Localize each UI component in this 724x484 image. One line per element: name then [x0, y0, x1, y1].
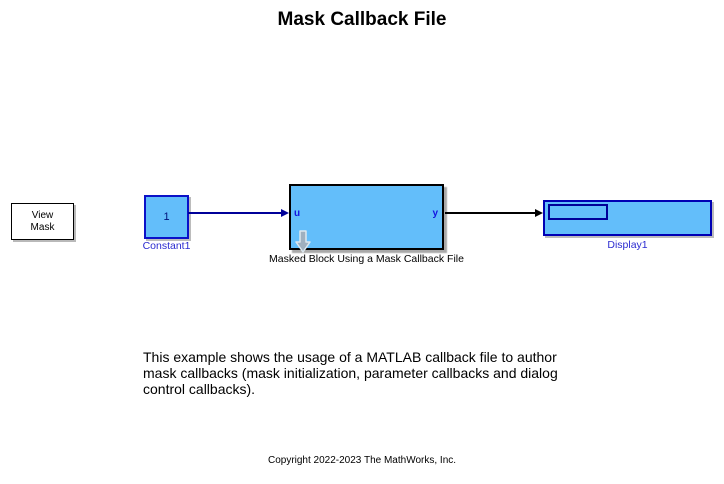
description-line: mask callbacks (mask initialization, par…: [143, 365, 558, 381]
constant-block[interactable]: 1: [144, 195, 189, 239]
description-line: control callbacks).: [143, 381, 256, 397]
masked-block-name[interactable]: Masked Block Using a Mask Callback File: [269, 253, 464, 265]
input-port-label: u: [294, 208, 301, 219]
description-annotation: This example shows the usage of a MATLAB…: [143, 349, 643, 397]
display-readout: [548, 204, 608, 220]
masked-block[interactable]: u y: [289, 184, 444, 253]
constant-block-name[interactable]: Constant1: [142, 240, 191, 252]
look-under-mask-icon[interactable]: [295, 230, 311, 254]
constant-value: 1: [163, 211, 170, 223]
display-block[interactable]: [543, 200, 712, 236]
view-mask-button[interactable]: View Mask: [11, 203, 74, 240]
output-port-label: y: [432, 208, 438, 219]
signal-line-masked-to-display[interactable]: [445, 212, 535, 214]
model-title: Mask Callback File: [277, 9, 447, 30]
description-line: This example shows the usage of a MATLAB…: [143, 349, 557, 365]
signal-line-constant-to-masked[interactable]: [188, 212, 282, 214]
copyright-annotation: Copyright 2022-2023 The MathWorks, Inc.: [267, 455, 457, 466]
arrowhead-icon: [281, 209, 289, 217]
arrowhead-icon: [535, 209, 543, 217]
display-block-name[interactable]: Display1: [607, 239, 648, 251]
